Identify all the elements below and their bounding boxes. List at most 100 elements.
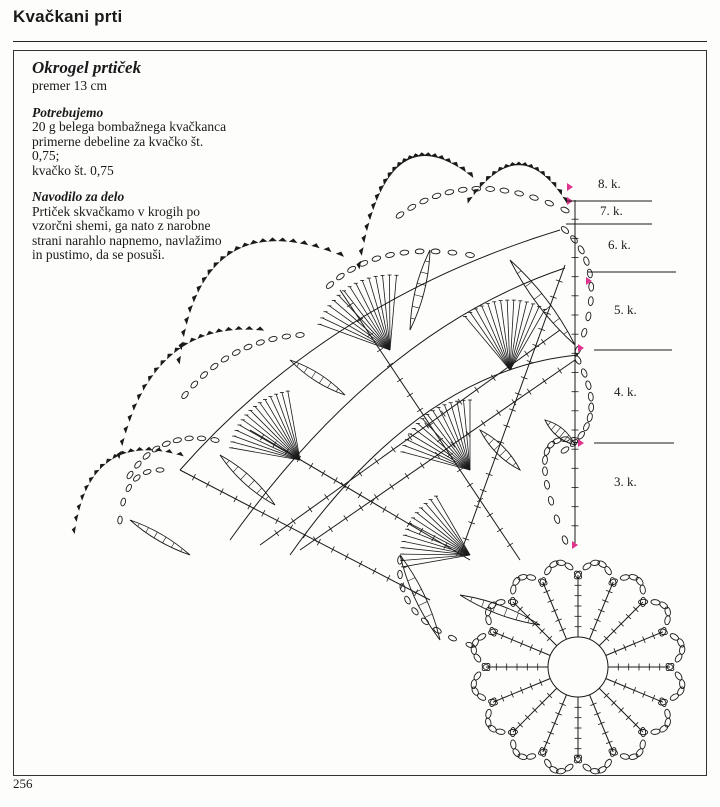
picot-stitch <box>406 155 415 161</box>
fan-stitch <box>234 435 301 461</box>
chain-stitch <box>587 296 594 306</box>
stitch-tick <box>386 362 394 368</box>
stitch-tick <box>312 536 318 543</box>
chain-stitch <box>564 562 574 571</box>
stitch-tick <box>396 377 404 383</box>
stitch-tick <box>370 498 375 506</box>
chain-stitch <box>619 753 630 760</box>
fan-stitch <box>464 316 511 371</box>
chain-stitch <box>561 535 569 545</box>
chain-stitch <box>196 435 207 442</box>
stitch-tick <box>486 512 494 518</box>
leaf-stitch <box>527 618 530 623</box>
stitch-tick <box>321 470 326 477</box>
stitch-tick <box>456 467 464 473</box>
chain-stitch <box>544 480 550 490</box>
picot-stitch <box>532 166 540 173</box>
stitch-tick <box>549 295 557 299</box>
picot-stitch <box>119 437 125 447</box>
picot-stitch <box>467 196 473 204</box>
round-start-marker <box>567 183 573 191</box>
fan-stitch <box>281 392 301 461</box>
picot-stitch <box>73 514 79 522</box>
materials-line: 0,75; <box>32 148 60 163</box>
chain-stitch <box>470 644 477 655</box>
picot-stitch <box>374 192 381 201</box>
stitch-tick <box>594 618 601 622</box>
leaf-motif <box>219 454 276 506</box>
fan-stitch <box>402 554 471 568</box>
chain-stitch <box>495 599 506 606</box>
fan-stitch <box>456 401 471 471</box>
chain-stitch <box>481 662 491 672</box>
picot-stitch <box>71 526 76 534</box>
stitch-tick <box>374 458 380 465</box>
stitch-tick <box>290 518 296 525</box>
picot-stitch <box>196 284 203 293</box>
stitch-tick <box>356 317 364 323</box>
fan-stitch <box>450 402 471 471</box>
leaf-stitch <box>311 371 317 379</box>
stitch-tick <box>345 484 350 492</box>
chain-stitch <box>385 252 395 258</box>
stitch-tick <box>597 608 605 613</box>
picot-stitch <box>127 448 136 453</box>
chain-stitch <box>487 724 497 733</box>
stitch-tick <box>601 731 609 735</box>
stitch-tick <box>497 440 505 444</box>
chain-stitch <box>395 211 405 219</box>
stitch-tick <box>543 740 551 745</box>
chain-stitch <box>471 185 482 192</box>
instructions-heading: Navodilo za delo <box>32 189 125 204</box>
stitch-tick <box>382 506 387 513</box>
stitch-tick <box>613 648 617 655</box>
round-label-8: 8. k. <box>598 176 621 191</box>
chain-stitch <box>573 570 583 580</box>
stitch-tick <box>514 392 522 396</box>
chain-stitch <box>635 748 644 758</box>
stitch-tick <box>340 482 346 489</box>
fan-stitch <box>242 419 301 461</box>
picot-stitch <box>105 458 113 464</box>
chain-stitch <box>665 662 675 672</box>
picot-stitch <box>458 166 466 173</box>
stitch-tick <box>526 360 534 364</box>
leaf-stitch <box>226 460 230 464</box>
chain-stitch <box>499 187 510 194</box>
stitch-tick <box>275 517 280 524</box>
chain-stitch <box>659 697 667 707</box>
fan-stitch <box>435 495 471 556</box>
chain-stitch <box>120 497 127 507</box>
chain-stitch <box>507 598 518 605</box>
leaf-stitch <box>265 496 269 500</box>
picot-stitch <box>520 162 529 167</box>
stitch-tick <box>274 529 280 537</box>
stitch-tick <box>517 606 523 612</box>
chain-stitch <box>544 199 554 207</box>
picot-stitch <box>443 158 452 164</box>
chain-stitch <box>295 332 305 338</box>
chain-stitch <box>569 439 579 447</box>
stitch-tick <box>474 386 480 393</box>
fan-stitch <box>246 414 301 461</box>
picot-stitch <box>556 188 563 196</box>
chain-stitch <box>347 265 357 273</box>
chain-stitch <box>488 628 498 636</box>
fan-stitch <box>420 507 471 556</box>
chain-stitch <box>172 437 182 444</box>
stitch-tick <box>394 513 399 520</box>
stitch-tick <box>503 424 511 428</box>
chain-stitch <box>547 440 555 449</box>
picot-stitch <box>207 268 214 276</box>
fan-stitch <box>325 311 391 351</box>
chain-stitch <box>552 437 562 445</box>
stitch-tick <box>496 409 501 416</box>
chain-stitch <box>471 686 479 696</box>
picot-stitch <box>176 451 184 457</box>
chain-stitch <box>514 190 524 197</box>
leaf-stitch <box>420 271 429 275</box>
chain-stitch <box>155 467 165 473</box>
chain-stitch <box>658 628 668 636</box>
stitch-tick <box>389 483 395 490</box>
fan-stitch <box>509 309 546 371</box>
